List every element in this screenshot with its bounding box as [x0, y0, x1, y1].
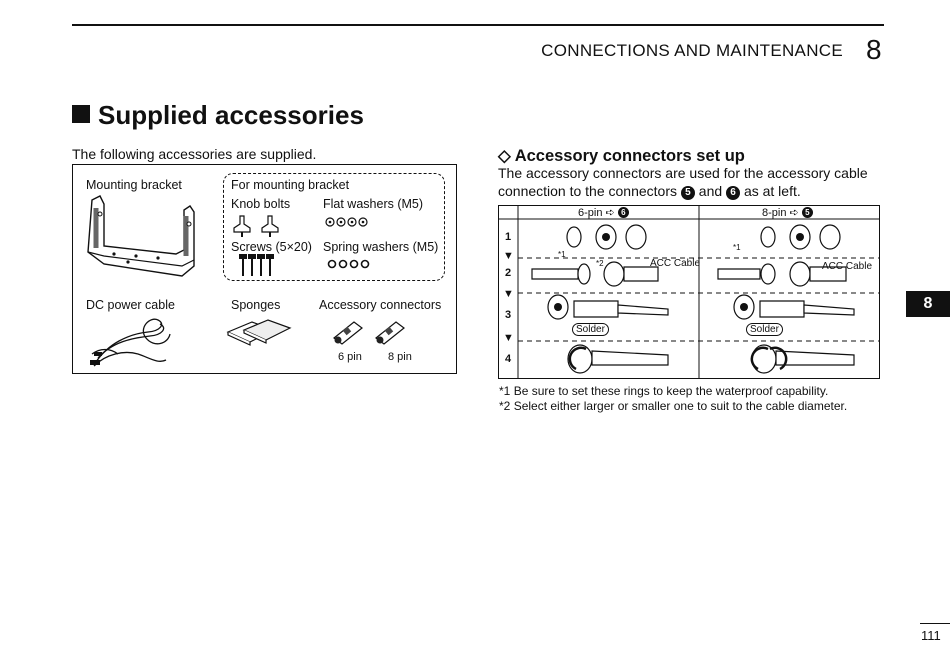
connector-setup-title-text: Accessory connectors set up: [514, 147, 745, 165]
accessory-connectors-label: Accessory connectors: [319, 298, 442, 312]
col2-conn-badge: 5: [801, 207, 813, 218]
sponges-label: Sponges: [231, 298, 281, 312]
chapter-side-tab: 8: [906, 291, 950, 317]
connector-setup-title: ◇ Accessory connectors set up: [498, 146, 745, 166]
connector-steps-table: [498, 205, 880, 379]
step-3: 3: [505, 309, 512, 321]
dc-power-cable-illustration: [90, 318, 171, 367]
flat-washer-icon: [325, 217, 368, 227]
mounting-bracket-illustration: [87, 195, 195, 277]
col2-header: 8-pin ➪ 5: [762, 206, 813, 219]
connector-6-badge: 6: [726, 186, 741, 200]
section-title-text: Supplied accessories: [98, 100, 364, 130]
mounting-bracket-label: Mounting bracket: [86, 178, 182, 192]
col1-header-text: 6-pin ➪: [578, 207, 615, 219]
square-bullet-icon: [72, 105, 90, 123]
mark-1-col2: *1: [733, 243, 741, 252]
section-intro: The following accessories are supplied.: [72, 146, 317, 162]
chapter-number: 8: [866, 34, 882, 65]
accessory-connectors-illustration: [333, 321, 405, 345]
section-title: Supplied accessories: [72, 100, 364, 131]
page-number-rule: [920, 623, 950, 624]
sponges-illustration: [226, 319, 292, 346]
body-text-and: and: [698, 183, 723, 199]
solder-label-col1: Solder: [572, 323, 609, 336]
accessories-box: [72, 164, 457, 374]
acc-cable-label-col2: ACC Cable: [822, 261, 873, 272]
step-4: 4: [505, 353, 512, 365]
knob-bolts-label: Knob bolts: [231, 197, 291, 211]
footnote-2-text: Select either larger or smaller one to s…: [513, 399, 848, 413]
page-number: 111: [921, 628, 941, 643]
step-2: 2: [505, 267, 512, 279]
connector-setup-body: The accessory connectors are used for th…: [498, 164, 890, 200]
footnote-1-mark: *1: [499, 384, 511, 398]
knob-bolt-icon: [233, 215, 279, 237]
mark-2-col1: *2: [596, 259, 604, 268]
body-text-2: as at left.: [743, 183, 801, 199]
header-rule: [72, 24, 884, 26]
footnote-2: *2 Select either larger or smaller one t…: [499, 399, 847, 413]
body-text-1: The accessory connectors are used for th…: [498, 165, 868, 199]
connector-5-badge: 5: [680, 186, 695, 200]
solder-label-col2: Solder: [746, 323, 783, 336]
step-arrow-1: ▼: [503, 250, 514, 262]
table-grid: [499, 206, 879, 378]
screws-label: Screws (5×20): [231, 240, 312, 254]
connector-assembly-drawings: [531, 224, 855, 374]
step-arrow-3: ▼: [503, 332, 514, 344]
step-arrow-2: ▼: [503, 288, 514, 300]
for-mounting-bracket-label: For mounting bracket: [231, 178, 350, 192]
pin6-label: 6 pin: [338, 351, 362, 363]
spring-washers-label: Spring washers (M5): [323, 240, 439, 254]
step-1: 1: [505, 231, 512, 243]
footnote-2-mark: *2: [499, 399, 511, 413]
diamond-icon: ◇: [498, 147, 511, 165]
flat-washers-label: Flat washers (M5): [323, 197, 424, 211]
footnote-1: *1 Be sure to set these rings to keep th…: [499, 384, 828, 398]
acc-cable-label-col1: ACC Cable: [650, 258, 701, 269]
col1-header: 6-pin ➪ 6: [578, 206, 629, 219]
pin8-label: 8 pin: [388, 351, 412, 363]
mounting-hardware-group: [223, 173, 445, 281]
col2-header-text: 8-pin ➪: [762, 207, 799, 219]
screw-icon: [239, 254, 274, 276]
spring-washer-icon: [327, 259, 370, 269]
dc-power-cable-label: DC power cable: [86, 298, 175, 312]
col1-conn-badge: 6: [617, 207, 629, 218]
footnote-1-text: Be sure to set these rings to keep the w…: [513, 384, 829, 398]
mark-1-col1: *1: [558, 250, 566, 259]
chapter-title: CONNECTIONS AND MAINTENANCE: [541, 41, 843, 60]
